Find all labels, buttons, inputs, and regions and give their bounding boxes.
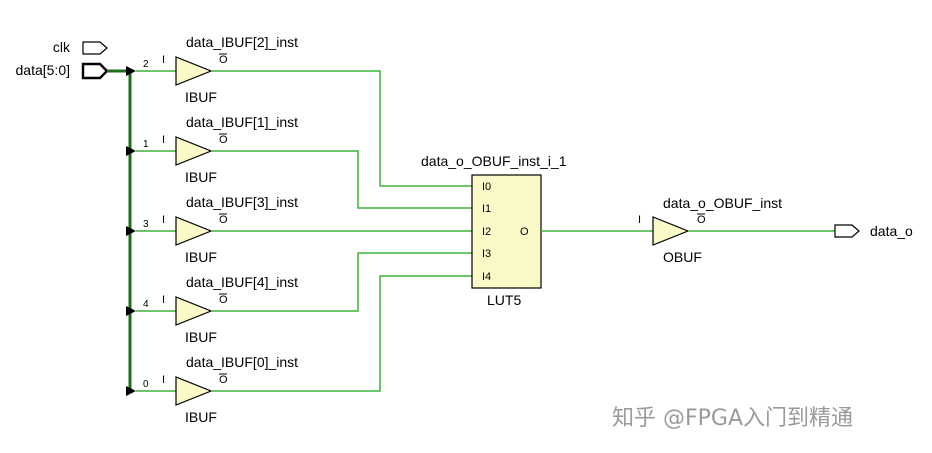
ibuf-type-label: IBUF xyxy=(185,249,217,265)
obuf-pin-o: O xyxy=(697,214,706,226)
ibuf-pin-o: O xyxy=(219,294,228,306)
ibuf-pin-o: O xyxy=(219,214,228,226)
port-data-o-shape xyxy=(834,224,860,238)
ibuf-type-label: IBUF xyxy=(185,329,217,345)
obuf-cell[interactable]: data_o_OBUF_inst I O OBUF xyxy=(638,195,782,265)
obuf-pin-i: I xyxy=(638,214,641,226)
ibuf-type-label: IBUF xyxy=(185,169,217,185)
net-i1 xyxy=(211,150,472,209)
bus-tap-1 xyxy=(126,146,136,156)
ibuf-pin-i: I xyxy=(162,54,165,66)
watermark-text: 知乎 @FPGA入门到精通 xyxy=(612,406,853,431)
lut-pin-i1: I1 xyxy=(482,203,491,215)
port-data-bus[interactable]: data[5:0] xyxy=(16,62,109,80)
ibuf-pin-i: I xyxy=(162,294,165,306)
port-data-o-label: data_o xyxy=(870,223,913,239)
ibuf-4[interactable]: data_IBUF[4]_inst 4 I O IBUF xyxy=(143,274,298,345)
ibuf-pin-o: O xyxy=(219,374,228,386)
ibuf-bit-label: 2 xyxy=(143,59,149,70)
lut-body xyxy=(471,174,542,289)
bus-tap-3 xyxy=(126,306,136,316)
bus-tap-4 xyxy=(126,386,136,396)
lut-pin-i0: I0 xyxy=(482,181,491,193)
ibuf-3[interactable]: data_IBUF[3]_inst 3 I O IBUF xyxy=(143,194,298,265)
ibuf-to-lut-wires xyxy=(211,70,472,392)
ibuf-pin-i: I xyxy=(162,374,165,386)
buffer-triangle xyxy=(652,216,690,246)
port-data-shape xyxy=(81,62,109,80)
ibuf-bit-label: 1 xyxy=(143,139,149,150)
port-clk-shape xyxy=(82,41,108,55)
bus-tap-2 xyxy=(126,226,136,236)
port-clk[interactable]: clk xyxy=(53,39,108,55)
port-clk-label: clk xyxy=(53,39,71,55)
ibuf-inst-label: data_IBUF[3]_inst xyxy=(186,194,298,210)
buffer-triangle xyxy=(175,376,213,406)
ibuf-bit-label: 4 xyxy=(143,299,149,310)
ibuf-inst-label: data_IBUF[4]_inst xyxy=(186,274,298,290)
ibuf-inst-label: data_IBUF[1]_inst xyxy=(186,114,298,130)
lut5-cell[interactable]: data_o_OBUF_inst_i_1 I0 I1 I2 I3 I4 O LU… xyxy=(421,153,567,308)
obuf-type-label: OBUF xyxy=(663,249,702,265)
ibuf-type-label: IBUF xyxy=(185,409,217,425)
lut-inst-label: data_o_OBUF_inst_i_1 xyxy=(421,153,567,169)
ibuf-bit-label: 3 xyxy=(143,219,149,230)
net-i3 xyxy=(211,252,472,312)
lut-pin-i4: I4 xyxy=(482,271,491,283)
bus-to-ibuf-wires xyxy=(136,70,176,392)
bus-tap-0 xyxy=(126,66,136,76)
input-bus xyxy=(107,66,136,396)
buffer-triangle xyxy=(175,136,213,166)
port-data-o[interactable]: data_o xyxy=(834,223,913,239)
net-i4 xyxy=(211,275,472,392)
ibuf-pin-i: I xyxy=(162,134,165,146)
lut-pin-i3: I3 xyxy=(482,248,491,260)
ibuf-pin-i: I xyxy=(162,214,165,226)
net-i0 xyxy=(211,70,472,187)
buffer-triangle xyxy=(175,56,213,86)
ibuf-inst-label: data_IBUF[0]_inst xyxy=(186,354,298,370)
ibuf-pin-o: O xyxy=(219,134,228,146)
ibuf-2[interactable]: data_IBUF[2]_inst 2 I O IBUF xyxy=(143,34,298,105)
obuf-inst-label: data_o_OBUF_inst xyxy=(663,195,782,211)
ibuf-pin-o: O xyxy=(219,54,228,66)
ibuf-0[interactable]: data_IBUF[0]_inst 0 I O IBUF xyxy=(143,354,298,425)
lut-pin-o: O xyxy=(520,226,529,238)
buffer-triangle xyxy=(175,216,213,246)
lut-type-label: LUT5 xyxy=(487,292,521,308)
ibuf-type-label: IBUF xyxy=(185,89,217,105)
ibuf-bit-label: 0 xyxy=(143,379,149,390)
port-data-label: data[5:0] xyxy=(16,62,71,78)
ibuf-inst-label: data_IBUF[2]_inst xyxy=(186,34,298,50)
buffer-triangle xyxy=(175,296,213,326)
lut-pin-i2: I2 xyxy=(482,226,491,238)
ibuf-1[interactable]: data_IBUF[1]_inst 1 I O IBUF xyxy=(143,114,298,185)
